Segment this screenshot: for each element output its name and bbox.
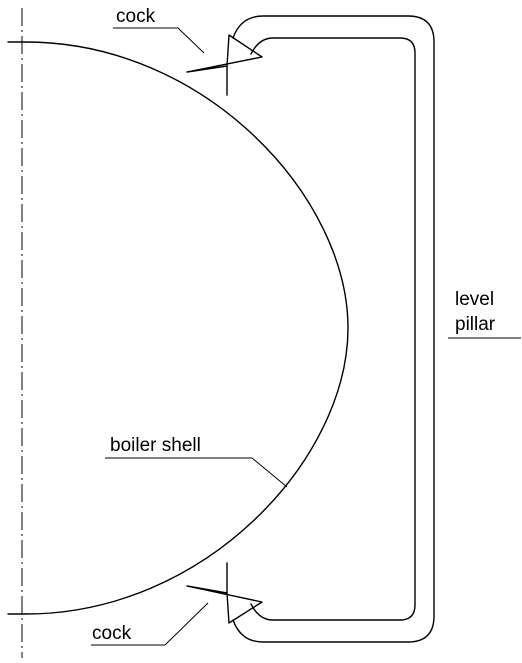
level-pillar-outer-wall xyxy=(232,15,435,643)
label-cock-top: cock xyxy=(116,6,156,27)
level-pillar-inner-wall xyxy=(250,37,416,621)
label-level-pillar-line1: level xyxy=(455,289,494,310)
boiler-shell-outline xyxy=(7,41,349,615)
leader-boiler-shell xyxy=(105,457,288,488)
label-boiler-shell: boiler shell xyxy=(110,435,201,456)
label-cock-bottom: cock xyxy=(92,623,132,644)
leader-cock-bottom xyxy=(91,602,209,646)
leader-cock-top xyxy=(113,27,205,54)
label-level-pillar-line2: pillar xyxy=(455,314,496,335)
